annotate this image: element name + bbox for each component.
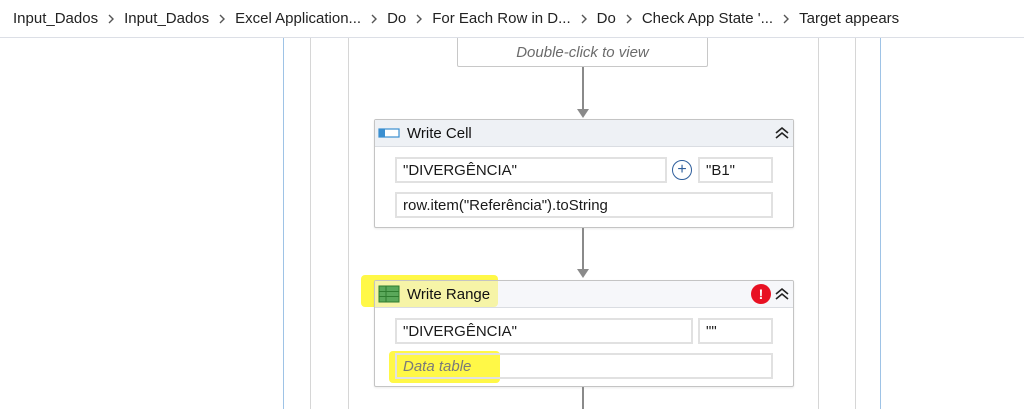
container-border-left [283, 38, 284, 409]
sheet-name-field[interactable]: "DIVERGÊNCIA" [395, 318, 693, 344]
write-range-icon [377, 285, 401, 303]
breadcrumb-item[interactable]: Input_Dados [124, 10, 210, 27]
container-border-right [880, 38, 881, 409]
breadcrumb-item[interactable]: Target appears [799, 10, 900, 27]
chevron-right-icon [773, 14, 799, 24]
connector-line [582, 67, 584, 110]
breadcrumb-item[interactable]: Do [596, 10, 616, 27]
write-range-title: Write Range [407, 285, 491, 303]
write-cell-title: Write Cell [407, 124, 472, 142]
text-value-field[interactable]: row.item("Referência").toString [395, 192, 773, 218]
chevron-right-icon [98, 14, 124, 24]
chevron-right-icon [361, 14, 387, 24]
add-plus-icon[interactable]: + [672, 160, 692, 180]
write-cell-activity[interactable]: Write Cell "DIVERGÊNCIA" + "B1" row.item… [374, 119, 794, 228]
breadcrumb-item[interactable]: Do [387, 10, 407, 27]
breadcrumb-item[interactable]: Input_Dados [13, 10, 99, 27]
collapse-chevrons-icon[interactable] [773, 285, 791, 303]
connector-line [582, 228, 584, 270]
sheet-name-field[interactable]: "DIVERGÊNCIA" [395, 157, 667, 183]
arrow-down-icon [577, 269, 589, 278]
start-cell-field[interactable]: "" [698, 318, 773, 344]
collapsed-activity-label: Double-click to view [516, 43, 649, 61]
collapse-chevrons-icon[interactable] [773, 124, 791, 142]
breadcrumb: Input_Dados Input_Dados Excel Applicatio… [0, 0, 1024, 38]
cell-field[interactable]: "B1" [698, 157, 773, 183]
sequence-border-right [818, 38, 819, 409]
container-border-left-inner [310, 38, 311, 409]
chevron-right-icon [209, 14, 235, 24]
write-range-activity[interactable]: Write Range ! "DIVERGÊNCIA" "" Data tabl… [374, 280, 794, 387]
arrow-down-icon [577, 109, 589, 118]
breadcrumb-item[interactable]: For Each Row in D... [432, 10, 571, 27]
breadcrumb-item[interactable]: Excel Application... [235, 10, 362, 27]
chevron-right-icon [571, 14, 597, 24]
chevron-right-icon [616, 14, 642, 24]
container-border-right-inner [855, 38, 856, 409]
write-cell-icon [377, 124, 401, 142]
connector-line [582, 387, 584, 409]
write-range-header[interactable]: Write Range ! [375, 281, 793, 308]
chevron-right-icon [406, 14, 432, 24]
error-icon[interactable]: ! [751, 284, 771, 304]
sequence-border-left [348, 38, 349, 409]
write-cell-header[interactable]: Write Cell [375, 120, 793, 147]
collapsed-activity[interactable]: Double-click to view [457, 38, 708, 67]
data-table-field[interactable]: Data table [395, 353, 773, 379]
breadcrumb-item[interactable]: Check App State '... [641, 10, 774, 27]
